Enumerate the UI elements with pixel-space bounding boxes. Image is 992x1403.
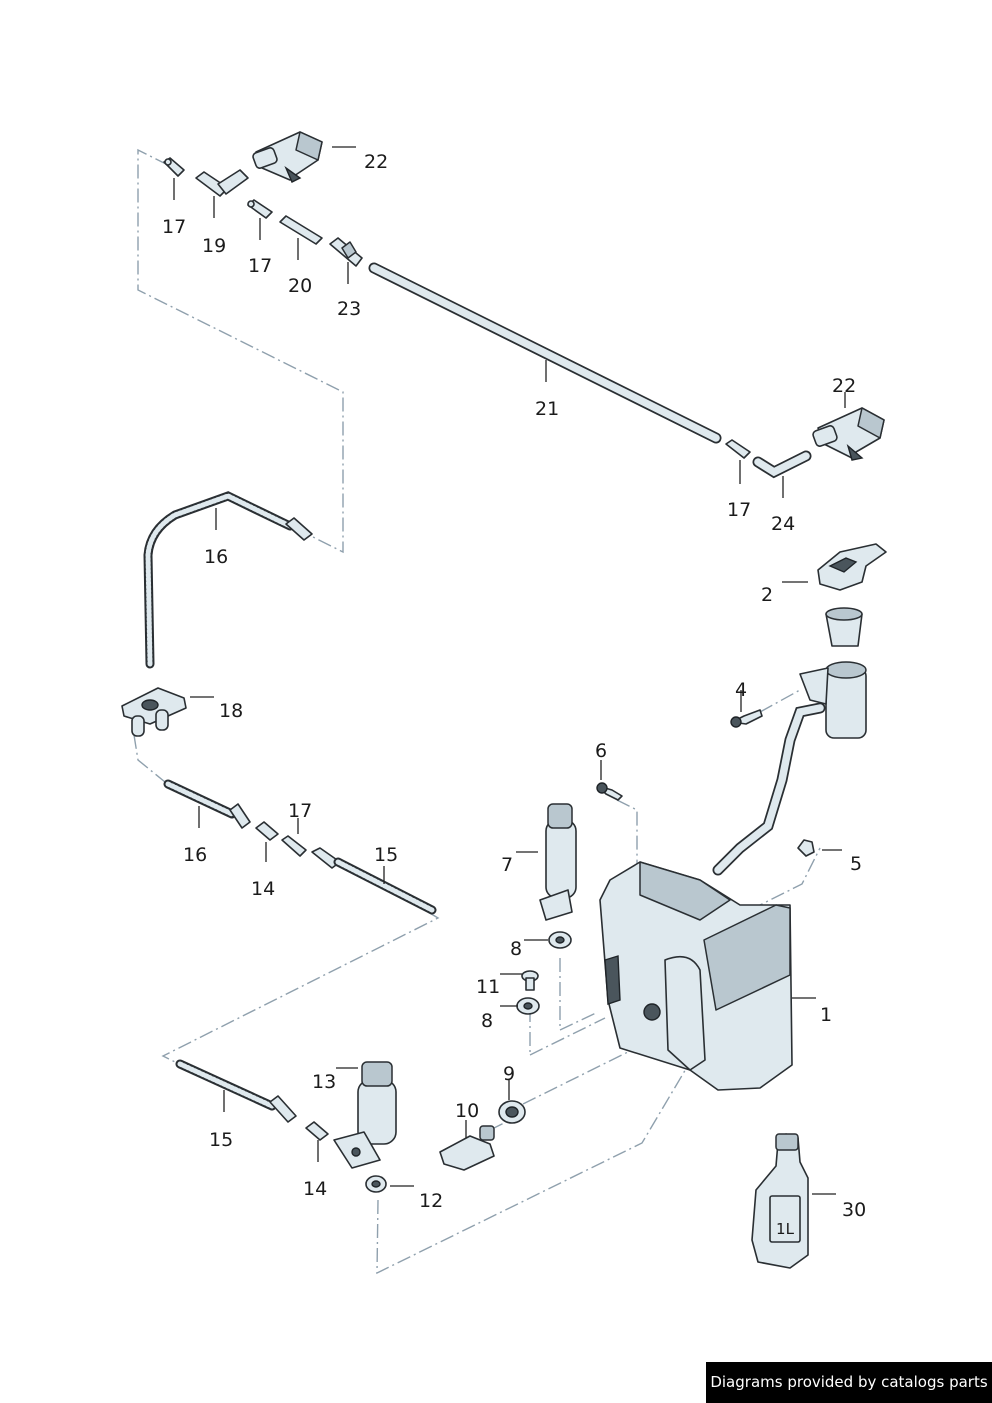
cap-2 [817,543,887,591]
seal-12 [365,1175,387,1193]
callout-6: 6 [595,740,607,762]
nozzle-22-right [812,407,885,461]
hose-16-upper [143,491,313,669]
connector-14-a [255,821,279,841]
t-piece-19 [195,169,249,197]
connector-17-b [247,199,273,219]
grommet-8-a [548,931,572,949]
guide-lines [133,148,821,1275]
callout-12: 12 [419,1190,443,1212]
callout-30: 30 [842,1199,866,1221]
callout-1: 1 [820,1004,832,1026]
bolt-6 [596,782,623,801]
filler-neck [712,661,867,876]
callout-17: 17 [162,216,186,238]
seal-9 [498,1100,526,1124]
callout-17: 17 [727,499,751,521]
callout-15: 15 [209,1129,233,1151]
callout-21: 21 [535,398,559,420]
grommet-8-b [516,997,540,1015]
connector-17-a [163,157,185,177]
callout-9: 9 [503,1063,515,1085]
plug-11 [521,970,539,991]
callout-24: 24 [771,513,795,535]
grommet-18 [121,687,187,737]
hose-21 [368,262,722,444]
sensor-10 [439,1125,495,1171]
callout-15: 15 [374,844,398,866]
callout-16: 16 [204,546,228,568]
callout-8: 8 [481,1010,493,1032]
hose-20 [279,215,323,245]
nut-5 [797,839,815,857]
callout-13: 13 [312,1071,336,1093]
callout-19: 19 [202,235,226,257]
connector-17-c [725,439,751,459]
leader-lines [173,146,846,1195]
callout-14: 14 [251,878,275,900]
reservoir-1 [599,861,793,1091]
nozzle-22-top [252,131,323,183]
callout-22: 22 [364,151,388,173]
pump-13 [333,1061,397,1169]
callout-labels: 22 17 19 17 20 23 21 22 17 24 16 2 18 4 … [162,151,866,1221]
hose-16-lower [163,779,251,829]
callout-18: 18 [219,700,243,722]
callout-17: 17 [288,800,312,822]
bottle-30: 1L [751,1133,809,1269]
bottle-volume-label: 1L [776,1220,795,1238]
pump-7 [539,803,577,921]
hose-15-a [311,847,437,915]
callout-7: 7 [501,854,513,876]
connector-14-b [305,1121,329,1141]
callout-8: 8 [510,938,522,960]
callout-16: 16 [183,844,207,866]
callout-4: 4 [735,679,747,701]
elbow-24 [752,450,812,479]
credit-banner: Diagrams provided by catalogs parts [706,1362,992,1403]
callout-14: 14 [303,1178,327,1200]
check-valve-23 [329,237,363,267]
callout-22: 22 [832,375,856,397]
callout-20: 20 [288,275,312,297]
strainer [825,607,863,647]
hose-15-b [175,1059,297,1123]
callout-10: 10 [455,1100,479,1122]
connector-17-d [281,835,307,857]
callout-11: 11 [476,976,500,998]
callout-5: 5 [850,853,862,875]
bolt-4 [730,709,763,728]
callout-17: 17 [248,255,272,277]
callout-2: 2 [761,584,773,606]
callout-23: 23 [337,298,361,320]
